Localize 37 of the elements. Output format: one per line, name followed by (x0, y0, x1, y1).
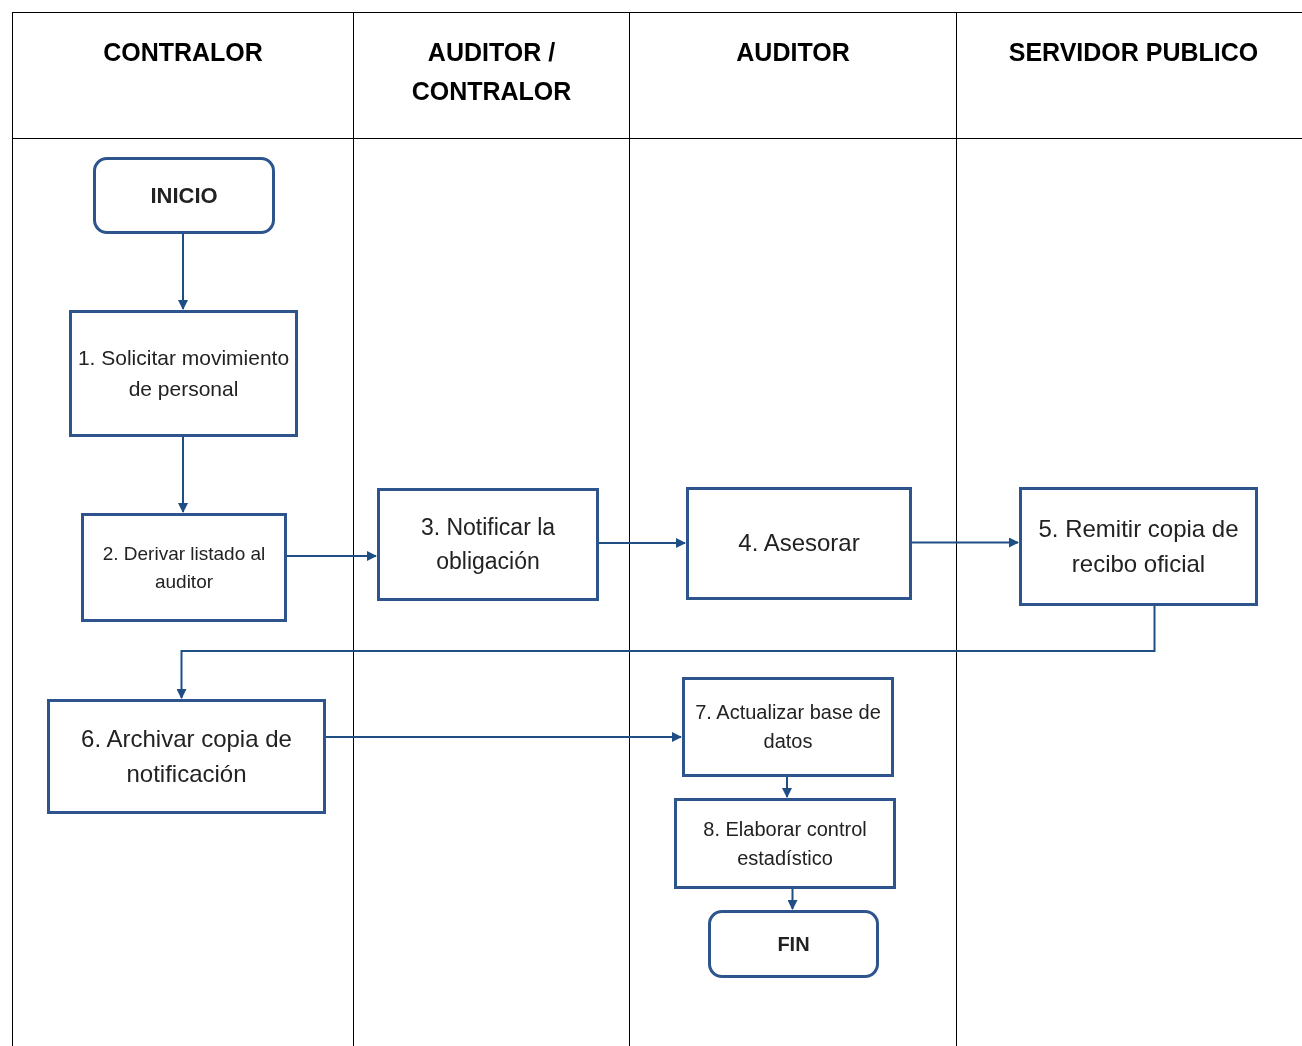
terminal-label: INICIO (149, 181, 219, 210)
arrow (178, 232, 188, 310)
arrow (324, 732, 682, 742)
process-label: 8. Elaborar control estadístico (702, 816, 868, 871)
terminal-label: FIN (776, 931, 811, 957)
arrow (787, 887, 798, 910)
swimlane (12, 12, 353, 1046)
arrow (910, 537, 1019, 548)
lane-header: AUDITOR / CONTRALOR (410, 37, 573, 107)
process-box (69, 310, 298, 437)
arrow (782, 775, 792, 798)
arrow (285, 551, 377, 561)
arrow (597, 538, 686, 548)
swimlane (353, 12, 629, 1046)
process-label: 6. Archivar copia de notificación (80, 723, 293, 789)
process-box (377, 488, 599, 601)
process-label: 5. Remitir copia de recibo oficial (1037, 513, 1240, 579)
process-label: 2. Derivar listado al auditor (101, 541, 267, 594)
terminal-box (93, 157, 275, 234)
swimlane (956, 12, 1302, 1046)
process-box (686, 487, 912, 600)
process-label: 4. Asesorar (737, 528, 861, 559)
process-box (682, 677, 894, 777)
process-label: 7. Actualizar base de datos (694, 700, 882, 754)
arrow (176, 604, 1156, 699)
process-box (47, 699, 326, 814)
process-label: 3. Notificar la obligación (419, 513, 557, 576)
process-box (674, 798, 896, 889)
process-label: 1. Solicitar movimiento de personal (76, 345, 291, 402)
arrow (178, 435, 188, 513)
swimlane (629, 12, 956, 1046)
lane-header: AUDITOR (735, 37, 851, 68)
lane-header: CONTRALOR (102, 37, 264, 68)
terminal-box (708, 910, 879, 978)
process-box (1019, 487, 1258, 606)
process-box (81, 513, 287, 622)
lane-header: SERVIDOR PUBLICO (1007, 37, 1260, 68)
